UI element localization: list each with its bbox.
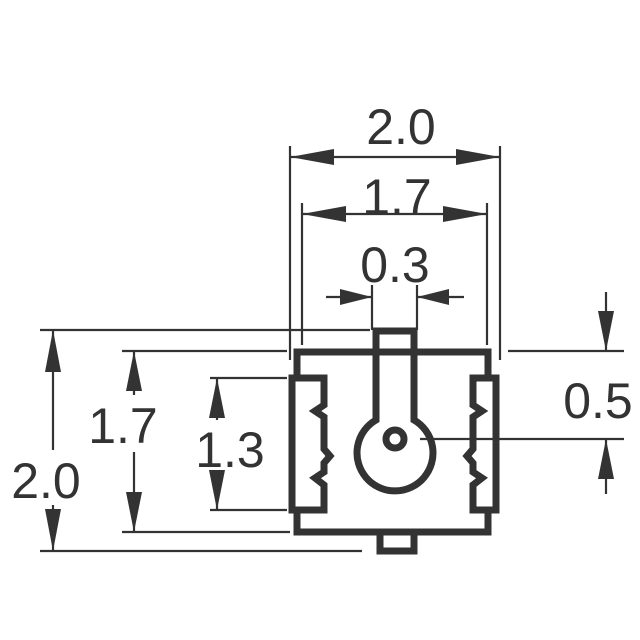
dimension-label: 1.3 [195, 422, 265, 478]
bottom-tab [376, 528, 418, 555]
dimension-center-pin: 0.3 [326, 237, 464, 330]
center-hole [382, 426, 408, 452]
arrow-head [340, 289, 372, 305]
arrow-head [209, 470, 225, 510]
arrow-head [209, 378, 225, 418]
dimension-label: 0.5 [563, 373, 633, 429]
arrow-head [126, 492, 142, 532]
arrow-head [45, 330, 61, 372]
arrow-head [417, 289, 449, 305]
arrow-head [45, 509, 61, 551]
dimension-inner-width: 1.7 [300, 169, 489, 345]
top-tab [372, 327, 418, 352]
arrow-head [302, 206, 346, 222]
dimension-right-offset: 0.5 [420, 292, 633, 494]
dimension-top-width: 2.0 [288, 99, 502, 360]
arrow-head [290, 149, 334, 165]
dimension-label: 2.0 [366, 99, 436, 155]
dimension-label: 0.3 [360, 237, 430, 293]
arrow-head [598, 311, 614, 351]
center-contact [353, 352, 437, 495]
dimension-label: 2.0 [11, 453, 81, 509]
dimension-pad-height: 1.3 [195, 376, 287, 512]
arrow-head [456, 149, 500, 165]
left-pad [288, 374, 335, 514]
dimension-left-height: 2.0 [11, 328, 370, 553]
dimension-label: 1.7 [88, 398, 158, 454]
arrow-head [598, 439, 614, 479]
component-body [288, 327, 500, 555]
dimension-inner-height: 1.7 [88, 349, 290, 534]
arrow-head [443, 206, 487, 222]
dimension-label: 1.7 [362, 169, 432, 225]
right-pad [462, 374, 500, 514]
arrow-head [126, 351, 142, 391]
